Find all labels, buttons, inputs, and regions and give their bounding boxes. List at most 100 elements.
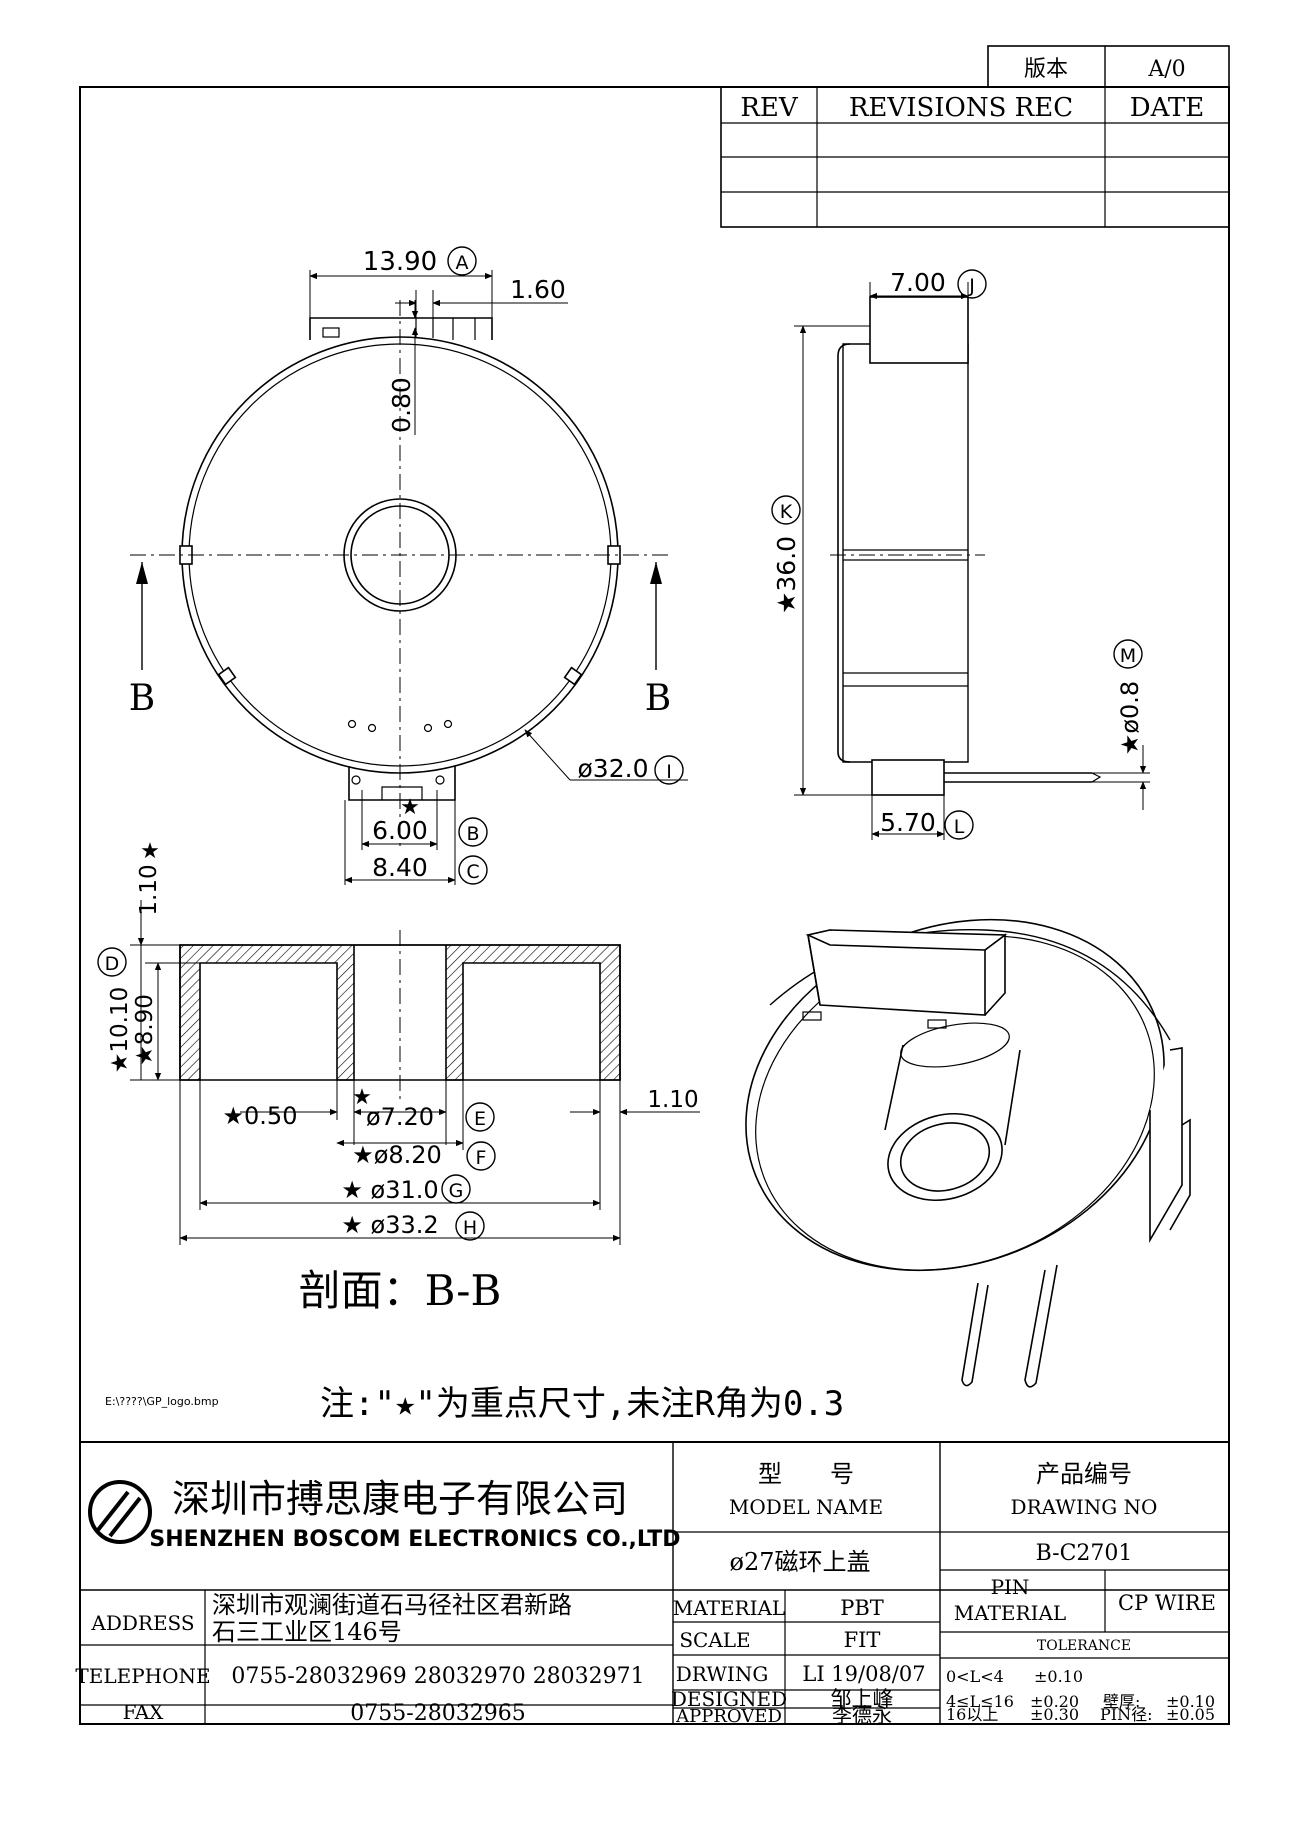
tolerance-value-1: ±0.10 xyxy=(1034,1667,1083,1686)
approved-value: 李德永 xyxy=(832,1703,892,1727)
dim-slot-label: 1.60 xyxy=(510,275,566,304)
dim-height-label: ★36.0 xyxy=(772,536,801,614)
drawing-label-en: DRAWING NO xyxy=(1011,1495,1158,1519)
model-label-en: MODEL NAME xyxy=(729,1495,883,1519)
version-value: A/0 xyxy=(1147,57,1185,82)
logo-path-text: E:\????\GP_logo.bmp xyxy=(105,1395,219,1408)
telephone-label: TELEPHONE xyxy=(75,1664,210,1688)
note-text: 注:"★"为重点尺寸,未注R角为0.3 xyxy=(320,1384,844,1424)
pin-material-label-line1: PIN xyxy=(991,1575,1030,1599)
section-caption: 剖面：B-B xyxy=(299,1266,502,1315)
dim-bottom-label: 5.70 xyxy=(880,808,936,837)
dim-tube-label: ★ø8.20 xyxy=(352,1141,442,1169)
drawing-value: B-C2701 xyxy=(1036,1541,1133,1566)
date-col-header: DATE xyxy=(1130,93,1205,123)
dim-pin-inner-label: 6.00 xyxy=(372,816,428,845)
tag-b-label: B xyxy=(466,823,479,845)
address-line1: 深圳市观澜街道石马径社区君新路 xyxy=(212,1591,572,1619)
tag-f-label: F xyxy=(476,1147,487,1169)
dim-diameter-label: ø32.0 xyxy=(578,754,649,783)
material-label: MATERIAL xyxy=(673,1596,785,1620)
title-block-labels: 深圳市搏思康电子有限公司 SHENZHEN BOSCOM ELECTRONICS… xyxy=(75,1460,1216,1727)
front-view xyxy=(130,270,688,885)
tag-e-label: E xyxy=(474,1108,486,1130)
model-label-cn: 型 号 xyxy=(758,1460,854,1488)
address-line2: 石三工业区146号 xyxy=(212,1618,402,1646)
tolerance-wall-value: ±0.10 xyxy=(1166,1692,1215,1711)
fax-value: 0755-28032965 xyxy=(350,1701,525,1726)
dim-inner-height-label: ★8.90 xyxy=(132,994,158,1066)
version-box: 版本 A/0 xyxy=(987,45,1230,88)
section-mark-left: B xyxy=(129,678,155,719)
rev-col-header: REV xyxy=(740,93,799,123)
revisions-rec-col-header: REVISIONS REC xyxy=(849,93,1073,123)
material-value: PBT xyxy=(840,1596,884,1620)
tolerance-pin-label: PIN径: xyxy=(1100,1705,1152,1724)
dim-inner-dia-label: ★ ø31.0 xyxy=(341,1176,438,1204)
dim-top-wall-label: 1.10 xyxy=(136,864,162,915)
tag-j-circle xyxy=(957,269,987,299)
tag-m-circle xyxy=(1113,639,1143,669)
tolerance-value-3: ±0.30 xyxy=(1030,1705,1079,1724)
tag-a-circle xyxy=(447,246,477,276)
side-view xyxy=(794,282,1150,840)
dim-side-wall-label: 1.10 xyxy=(647,1087,698,1113)
front-view-labels: 13.90 A 1.60 0.80 B B ø32.0 I ★ 6.00 B 8… xyxy=(129,246,684,885)
designed-value: 邹上峰 xyxy=(831,1687,894,1711)
company-name-en: SHENZHEN BOSCOM ELECTRONICS CO.,LTD xyxy=(149,1527,680,1552)
tolerance-pin-value: ±0.05 xyxy=(1166,1705,1215,1724)
fax-label: FAX xyxy=(123,1700,165,1724)
tolerance-value-2: ±0.20 xyxy=(1030,1692,1079,1711)
tag-k-label: K xyxy=(780,501,793,523)
tag-c-label: C xyxy=(466,861,479,883)
tag-g-label: G xyxy=(449,1180,464,1202)
dim-top-label: 7.00 xyxy=(890,268,946,297)
dim-thickness-label: 0.80 xyxy=(387,377,416,433)
dim-bore-star: ★ xyxy=(352,1085,372,1110)
dim-overall-height-label: ★10.10 xyxy=(107,987,133,1073)
tolerance-range-3: 16以上 xyxy=(946,1705,998,1724)
section-view-labels: 1.10 ★ D ★10.10 ★8.90 ★0.50 ★ ø7.20 E ★ø… xyxy=(97,839,699,1315)
tag-g-circle xyxy=(441,1174,471,1204)
scale-value: FIT xyxy=(844,1628,881,1652)
dim-width-label: 13.90 xyxy=(363,247,437,277)
tag-e-circle xyxy=(465,1102,495,1132)
outer-frame xyxy=(79,86,1230,1725)
drawing-label-cn: 产品编号 xyxy=(1036,1460,1132,1488)
approved-label: APPROVED xyxy=(675,1706,782,1727)
tag-h-circle xyxy=(455,1211,485,1241)
dim-pin-outer-label: 8.40 xyxy=(372,853,428,882)
tag-m-label: M xyxy=(1120,645,1136,667)
tag-f-circle xyxy=(466,1141,496,1171)
tolerance-range-1: 0<L<4 xyxy=(946,1667,1004,1686)
tag-c-circle xyxy=(458,855,488,885)
pin-star-mark: ★ xyxy=(400,795,420,820)
dim-pin-dia-label: ★ø0.8 xyxy=(1116,681,1144,755)
tag-d-label: D xyxy=(105,953,120,975)
tag-b-circle xyxy=(458,817,488,847)
version-label: 版本 xyxy=(1024,57,1068,82)
title-block xyxy=(80,1441,1229,1724)
tolerance-wall-label: 壁厚: xyxy=(1103,1692,1140,1711)
tag-i-circle xyxy=(654,755,684,785)
side-view-labels: 7.00 J K ★36.0 M ★ø0.8 5.70 L xyxy=(771,268,1144,840)
tolerance-range-2: 4≤L≤16 xyxy=(946,1692,1014,1711)
telephone-value: 0755-28032969 28032970 28032971 xyxy=(231,1664,644,1689)
dim-wall-label: ★0.50 xyxy=(223,1102,298,1130)
dim-outer-dia-label: ★ ø33.2 xyxy=(341,1211,438,1239)
tag-k-circle xyxy=(771,495,801,525)
tag-l-label: L xyxy=(954,816,965,838)
revision-table: REV REVISIONS REC DATE xyxy=(720,86,1230,228)
pin-material-value: CP WIRE xyxy=(1118,1591,1216,1615)
model-value: ø27磁环上盖 xyxy=(730,1548,871,1576)
tag-i-label: I xyxy=(666,761,672,783)
section-mark-right: B xyxy=(645,678,671,719)
tag-l-circle xyxy=(944,810,974,840)
tag-h-label: H xyxy=(463,1217,477,1239)
pin-material-label-line2: MATERIAL xyxy=(954,1601,1066,1625)
tag-d-circle xyxy=(97,947,127,977)
tolerance-label: TOLERANCE xyxy=(1037,1638,1131,1654)
tag-j-label: J xyxy=(968,275,975,297)
designed-label: DESIGNED xyxy=(671,1687,787,1711)
